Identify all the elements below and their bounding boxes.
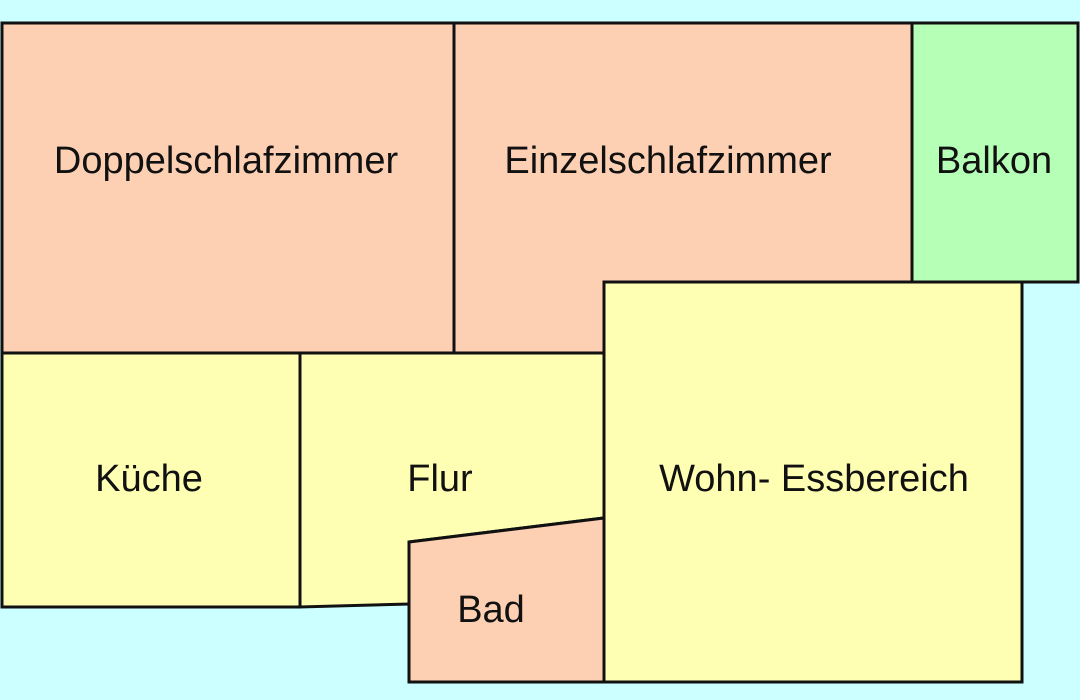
room-balcony bbox=[910, 21, 1080, 284]
label-single-bedroom: Einzelschlafzimmer bbox=[504, 140, 832, 182]
label-hallway: Flur bbox=[407, 458, 473, 500]
label-balcony: Balkon bbox=[936, 140, 1052, 182]
label-living-dining: Wohn- Essbereich bbox=[659, 458, 969, 500]
room-living-dining bbox=[602, 280, 1024, 684]
label-kitchen: Küche bbox=[95, 458, 203, 500]
room-kitchen bbox=[0, 351, 302, 609]
label-double-bedroom: Doppelschlafzimmer bbox=[54, 140, 399, 182]
label-bath: Bad bbox=[457, 589, 525, 631]
room-double-bedroom bbox=[0, 21, 456, 355]
